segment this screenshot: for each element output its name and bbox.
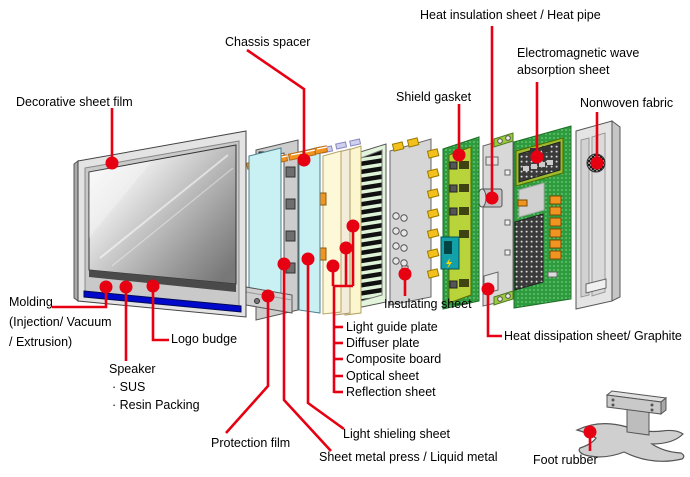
label-decorative-sheet-film: Decorative sheet film	[16, 95, 133, 109]
label-heat-dissipation: Heat dissipation sheet/ Graphite	[504, 329, 682, 343]
label-heat-insulation: Heat insulation sheet / Heat pipe	[420, 8, 601, 22]
label-molding-line1: Molding	[9, 295, 53, 309]
dot-heat-insulation	[485, 191, 499, 205]
leader-dots	[99, 148, 604, 439]
dot-foot-rubber	[583, 425, 597, 439]
label-speaker: Speaker	[109, 362, 156, 376]
label-protection-film: Protection film	[211, 436, 291, 450]
dot-logo-budge	[146, 279, 160, 293]
tv-speaker-strip	[89, 270, 236, 292]
label-speaker-resin: · Resin Packing	[112, 398, 200, 412]
label-speaker-sus: · SUS	[112, 380, 146, 394]
label-sheet-metal-press: Sheet metal press / Liquid metal	[319, 450, 498, 464]
panel-light-shielding	[298, 146, 321, 314]
leader-sheet-metal-press	[282, 264, 332, 452]
leader-logo-budge	[151, 286, 169, 342]
dot-nonwoven-fabric	[590, 156, 604, 170]
label-nonwoven-fabric: Nonwoven fabric	[580, 96, 674, 110]
dot-light-shielding	[301, 252, 315, 266]
connector-column	[549, 195, 562, 260]
label-shield-gasket: Shield gasket	[396, 90, 472, 104]
panel-back-cover	[575, 120, 621, 310]
label-chassis-spacer: Chassis spacer	[225, 35, 311, 49]
label-emw-line2: absorption sheet	[517, 63, 610, 77]
leader-lines	[52, 26, 599, 452]
dot-sheet-metal-press	[277, 257, 291, 271]
dot-reflection-stack-2	[339, 241, 353, 255]
label-reflection-sheet: Reflection sheet	[346, 385, 436, 399]
leader-protection-film	[225, 296, 270, 434]
leader-heat-dissipation	[486, 289, 502, 338]
leader-chassis-spacer	[246, 48, 306, 160]
panel-main-board	[513, 125, 572, 309]
label-light-guide-plate: Light guide plate	[346, 320, 438, 334]
label-insulating-sheet: Insulating sheet	[384, 297, 472, 311]
panel-shield-gasket-board	[440, 136, 480, 310]
panel-protection-film	[248, 147, 282, 311]
dot-molding	[99, 280, 113, 294]
dot-decorative-sheet-film	[105, 156, 119, 170]
dot-reflection-stack-3	[346, 219, 360, 233]
dot-heat-dissipation	[481, 282, 495, 296]
dot-chassis-spacer	[297, 153, 311, 167]
tv-molding-strip	[83, 290, 242, 313]
panel-heat-pipe-plate	[477, 132, 514, 307]
label-emw-line1: Electromagnetic wave	[517, 46, 640, 60]
dot-speaker	[119, 280, 133, 294]
label-optical-sheet: Optical sheet	[346, 369, 419, 383]
label-composite-board: Composite board	[346, 352, 442, 366]
label-molding-line2: (Injection/ Vacuum	[9, 315, 112, 329]
tv-stand	[575, 390, 685, 462]
label-light-shielding-sheet: Light shieling sheet	[343, 427, 451, 441]
label-logo-budge: Logo budge	[171, 332, 238, 346]
label-molding-line3: / Extrusion)	[9, 335, 73, 349]
dot-protection-film	[261, 289, 275, 303]
panel-insulating-sheet	[389, 137, 440, 306]
dot-shield-gasket	[452, 148, 466, 162]
leader-optical-stack-bracket	[331, 226, 355, 394]
teal-component	[440, 236, 460, 270]
leader-molding	[52, 288, 108, 309]
label-diffuser-plate: Diffuser plate	[346, 336, 420, 350]
dot-reflection-stack-1	[326, 259, 340, 273]
dot-emw-absorption	[530, 150, 544, 164]
panel-composite-backlight	[356, 143, 387, 309]
stand-bar-side	[660, 396, 667, 416]
tv-front	[73, 130, 247, 318]
dot-insulating-sheet	[398, 267, 412, 281]
stand-base	[575, 423, 685, 462]
leader-light-shielding	[306, 259, 345, 431]
label-foot-rubber: Foot rubber	[533, 453, 598, 467]
